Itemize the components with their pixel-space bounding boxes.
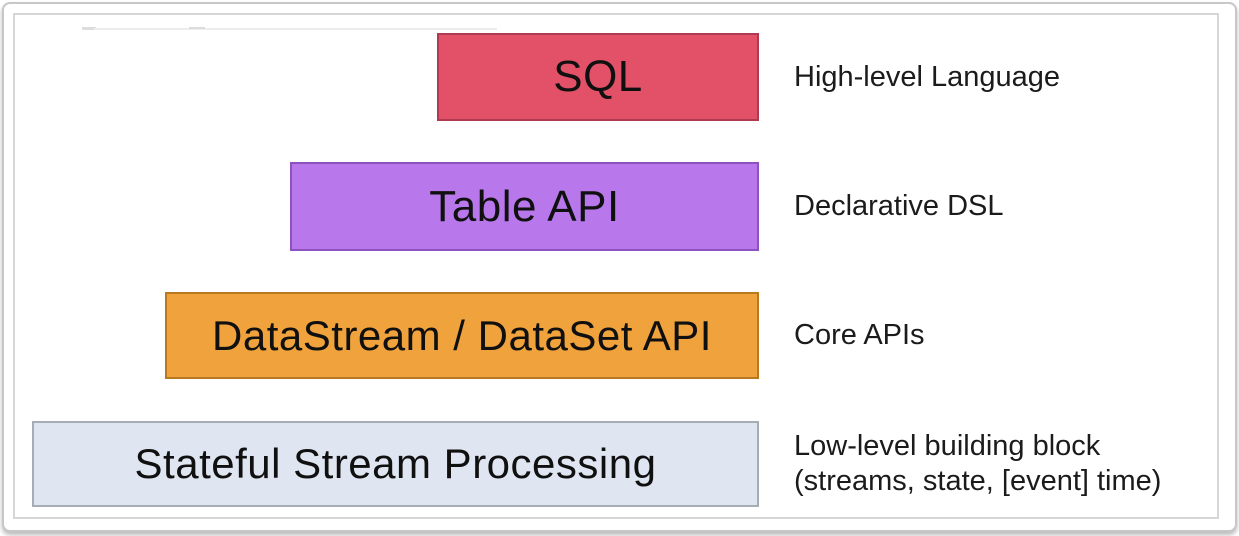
- layer-annotation-core-apis: Core APIs: [794, 292, 1214, 379]
- annotation-line: (streams, state, [event] time): [794, 465, 1162, 497]
- layer-label-stateful-stream-processing: Stateful Stream Processing: [134, 440, 657, 487]
- layer-label-datastream-dataset-api: DataStream / DataSet API: [212, 311, 712, 359]
- annotation-line: High-level Language: [794, 60, 1061, 93]
- layer-annotation-low-level: Low-level building block (streams, state…: [794, 421, 1214, 507]
- annotation-line: Declarative DSL: [794, 190, 1004, 222]
- annotation-line: Low-level building block: [794, 430, 1101, 462]
- layer-box-datastream-dataset-api: DataStream / DataSet API: [165, 292, 759, 379]
- cropped-content-artifact: [94, 28, 497, 30]
- slide-canvas: SQL High-level Language Table API Declar…: [13, 13, 1219, 519]
- layer-label-sql: SQL: [553, 52, 643, 101]
- layer-box-stateful-stream-processing: Stateful Stream Processing: [32, 421, 759, 507]
- layer-box-sql: SQL: [437, 33, 759, 121]
- cropped-content-artifact: [189, 27, 205, 29]
- layer-annotation-sql: High-level Language: [794, 33, 1214, 121]
- layer-label-table-api: Table API: [429, 181, 620, 231]
- cropped-content-artifact: [82, 27, 96, 30]
- layer-annotation-table-api: Declarative DSL: [794, 162, 1214, 251]
- annotation-line: Core APIs: [794, 319, 925, 351]
- layer-box-table-api: Table API: [290, 162, 759, 251]
